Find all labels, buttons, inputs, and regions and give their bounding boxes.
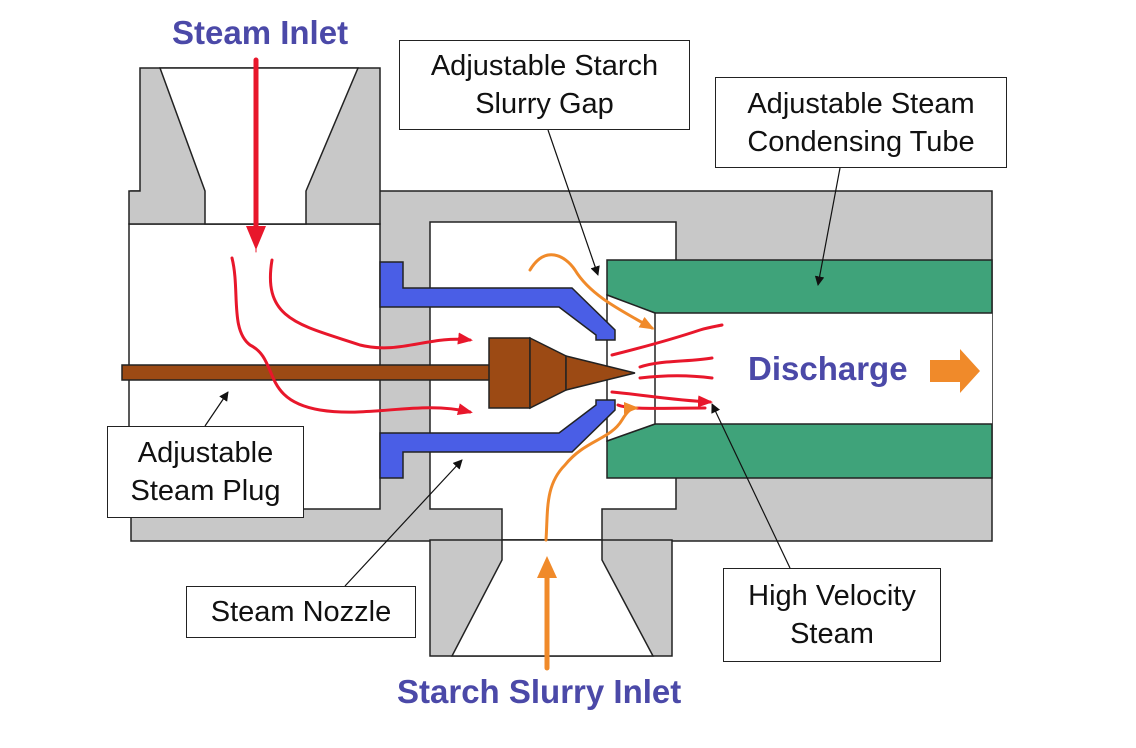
- callout-condensing-tube-text: Adjustable Steam Condensing Tube: [747, 87, 975, 158]
- steam-flow-lines: [230, 57, 724, 416]
- callout-condensing-tube: Adjustable Steam Condensing Tube: [715, 77, 1007, 168]
- callout-steam-nozzle-text: Steam Nozzle: [210, 596, 392, 628]
- callout-starch-slurry-gap-text: Adjustable Starch Slurry Gap: [430, 50, 659, 120]
- steam-inlet-label: Steam Inlet: [172, 14, 349, 51]
- callout-high-velocity-steam: High Velocity Steam: [723, 568, 941, 662]
- condensing-tube: [606, 259, 993, 479]
- callout-steam-nozzle: Steam Nozzle: [186, 586, 416, 638]
- slurry-inlet-port: [429, 539, 673, 657]
- discharge-arrow-icon: [930, 349, 980, 393]
- callout-starch-slurry-gap: Adjustable Starch Slurry Gap: [399, 40, 690, 130]
- steam-nozzle: [379, 261, 616, 479]
- starch-slurry-inlet-label: Starch Slurry Inlet: [397, 673, 682, 710]
- slurry-flow-lines: [528, 253, 655, 671]
- steam-plug: [121, 336, 636, 410]
- callout-high-velocity-steam-text: High Velocity Steam: [748, 580, 916, 650]
- callout-steam-plug-text: Adjustable Steam Plug: [130, 437, 281, 507]
- callout-leaders: [204, 129, 841, 587]
- discharge-label: Discharge: [748, 350, 908, 387]
- callout-steam-plug: Adjustable Steam Plug: [107, 426, 304, 518]
